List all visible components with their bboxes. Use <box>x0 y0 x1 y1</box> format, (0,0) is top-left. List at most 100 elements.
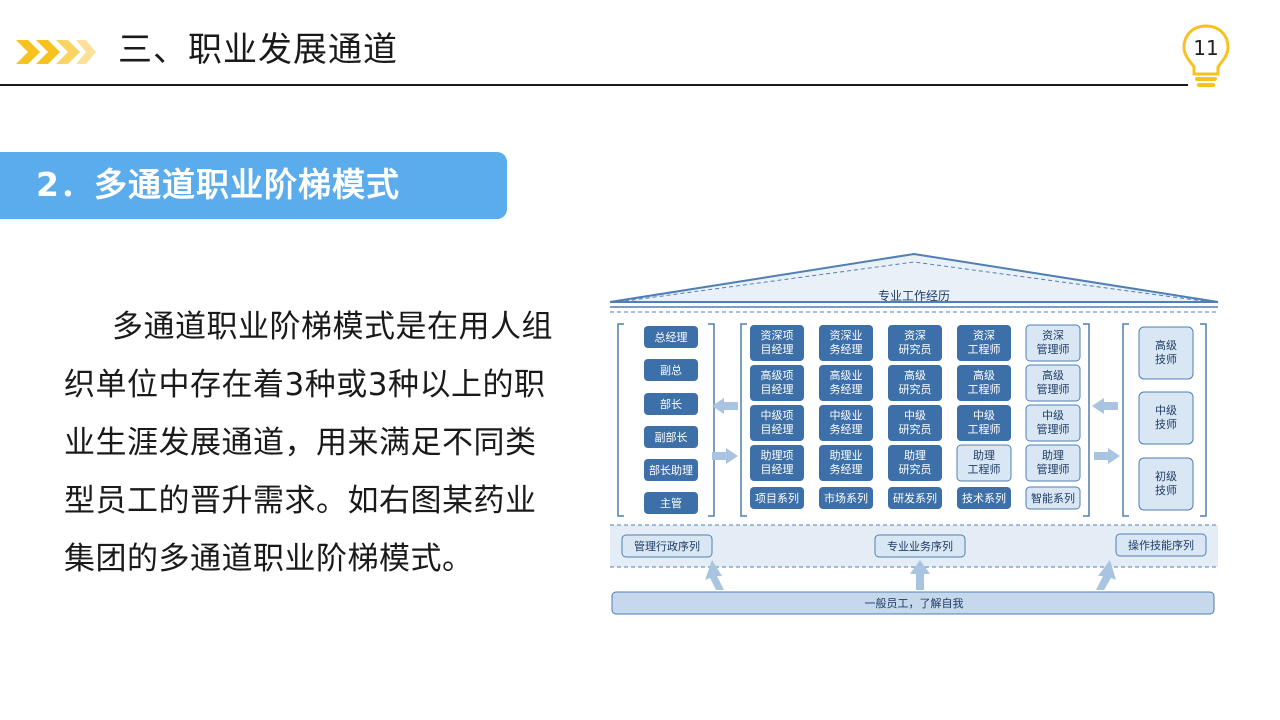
grid-cell <box>819 365 873 401</box>
sequence-box <box>621 534 713 558</box>
grid-cell-label: 高级 <box>1042 368 1064 382</box>
sequence-label: 管理行政序列 <box>634 539 700 553</box>
grid-cell-label: 助理 <box>1042 448 1064 462</box>
bracket <box>740 323 747 517</box>
management-rank-label: 副总 <box>660 363 682 377</box>
grid-cell-label: 研究员 <box>899 462 932 476</box>
arrow-up-icon <box>910 560 930 590</box>
grid-cell <box>957 365 1011 401</box>
grid-cell-label: 中级 <box>973 409 995 422</box>
sequence-box <box>874 534 966 558</box>
series-label: 项目系列 <box>755 491 799 505</box>
management-rank-box <box>644 359 698 381</box>
body-paragraph: 多通道职业阶梯模式是在用人组织单位中存在着3种或3种以上的职业生涯发展通道，用来… <box>64 309 553 577</box>
grid-cell-label: 管理师 <box>1037 422 1070 436</box>
grid-cell-label: 研究员 <box>899 382 932 396</box>
grid-cell-label: 务经理 <box>830 343 863 356</box>
grid-cell <box>819 325 873 361</box>
management-rank-box <box>644 459 698 481</box>
grid-cell-label: 目经理 <box>761 383 794 396</box>
roof-label: 专业工作经历 <box>878 288 950 303</box>
grid-cell <box>750 365 804 401</box>
grid-cell-label: 研究员 <box>899 422 932 436</box>
grid-cell-label: 工程师 <box>968 343 1001 356</box>
header-divider <box>0 84 1188 86</box>
section-title: 2．多通道职业阶梯模式 <box>36 165 400 204</box>
technician-rank-label: 高级 <box>1155 338 1177 352</box>
grid-cell <box>750 445 804 481</box>
bracket <box>1122 323 1129 517</box>
grid-cell <box>956 444 1012 482</box>
foundation-label: 一般员工，了解自我 <box>865 596 964 610</box>
page-title: 三、职业发展通道 <box>118 30 398 70</box>
management-rank-label: 部长 <box>660 397 682 411</box>
grid-cell <box>1025 364 1081 402</box>
section-banner: 2．多通道职业阶梯模式 <box>0 152 507 219</box>
management-rank-box <box>644 393 698 415</box>
arrow-left-icon <box>712 398 738 414</box>
series-box <box>1025 486 1081 510</box>
grid-cell-label: 目经理 <box>761 463 794 476</box>
grid-cell <box>750 405 804 441</box>
grid-cell-label: 中级业 <box>830 409 863 422</box>
grid-cell <box>750 325 804 361</box>
grid-cell-label: 工程师 <box>968 463 1001 476</box>
grid-cell-label: 助理 <box>973 448 995 462</box>
technician-rank-label: 技师 <box>1155 353 1177 366</box>
management-rank-label: 部长助理 <box>649 463 693 477</box>
bracket <box>617 323 624 517</box>
grid-cell-label: 中级 <box>1042 409 1064 422</box>
bracket <box>1083 323 1090 517</box>
technician-rank-label: 初级 <box>1155 469 1177 483</box>
grid-cell <box>888 405 942 441</box>
technician-rank-label: 中级 <box>1155 404 1177 417</box>
arrow-left-icon <box>1092 398 1118 414</box>
grid-cell-label: 工程师 <box>968 383 1001 396</box>
series-box <box>819 487 873 509</box>
management-rank-box <box>644 426 698 448</box>
arrow-right-icon <box>712 448 738 464</box>
grid-cell-label: 资深 <box>904 329 926 342</box>
grid-cell-label: 助理 <box>904 448 926 462</box>
grid-cell <box>1025 444 1081 482</box>
management-rank-label: 主管 <box>660 496 682 510</box>
arrow-right-icon <box>1094 448 1120 464</box>
series-box <box>888 487 942 509</box>
grid-cell-label: 高级 <box>973 368 995 382</box>
roof <box>609 252 1219 303</box>
series-label: 技术系列 <box>962 491 1006 505</box>
roof-inner-line <box>617 261 1211 303</box>
grid-cell <box>957 325 1011 361</box>
grid-cell-label: 中级 <box>904 409 926 422</box>
grid-cell-label: 高级业 <box>830 368 863 382</box>
grid-cell <box>888 365 942 401</box>
technician-rank-box <box>1138 391 1194 445</box>
sequence-box <box>1115 533 1207 557</box>
grid-cell <box>888 325 942 361</box>
grid-cell-label: 管理师 <box>1037 382 1070 396</box>
grid-cell-label: 务经理 <box>830 423 863 436</box>
grid-cell <box>888 445 942 481</box>
grid-cell-label: 工程师 <box>968 423 1001 436</box>
bracket <box>1200 323 1207 517</box>
grid-cell-label: 研究员 <box>899 342 932 356</box>
arrow-up-icon <box>1096 560 1116 590</box>
grid-cell-label: 目经理 <box>761 423 794 436</box>
technician-rank-label: 技师 <box>1155 484 1177 497</box>
grid-cell-label: 资深业 <box>830 329 863 342</box>
lightbulb-icon <box>1182 24 1230 87</box>
grid-cell-label: 资深项 <box>761 329 794 342</box>
grid-cell-label: 高级 <box>904 368 926 382</box>
grid-cell <box>819 445 873 481</box>
arrow-up-icon <box>705 560 724 590</box>
page-number: 11 <box>1193 36 1219 60</box>
series-label: 市场系列 <box>824 491 868 505</box>
bracket <box>708 323 715 517</box>
series-label: 研发系列 <box>893 491 937 505</box>
grid-cell-label: 资深 <box>973 329 995 342</box>
grid-cell-label: 助理项 <box>761 448 794 462</box>
grid-cell-label: 管理师 <box>1037 462 1070 476</box>
technician-rank-box <box>1138 457 1194 511</box>
grid-cell <box>957 405 1011 441</box>
